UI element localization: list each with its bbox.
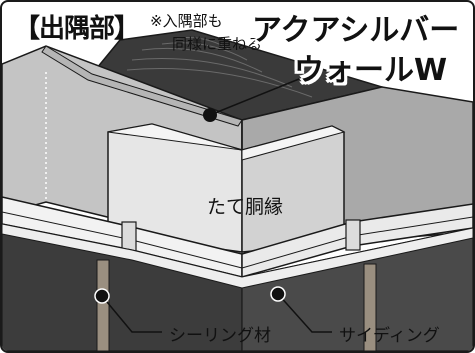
sheet-overlap xyxy=(41,45,243,127)
joint-block-left xyxy=(121,221,137,253)
leader-dot-siding xyxy=(270,286,286,302)
product-name-line-1: アクアシルバー xyxy=(252,13,460,48)
leader-dot-sealant xyxy=(94,288,110,304)
wood-grain xyxy=(126,37,313,98)
leader-dot-product xyxy=(203,108,217,122)
product-name-line-2: ウォールW xyxy=(294,53,448,88)
siding-label: サイディング xyxy=(339,326,440,346)
section-title: 【出隅部】 xyxy=(14,14,140,44)
leader-line-siding xyxy=(277,293,332,333)
furring-label: たて胴縁 xyxy=(207,196,284,218)
sealant-label: シーリング材 xyxy=(169,326,271,346)
sealant-right xyxy=(363,263,377,351)
leader-line-sealant xyxy=(101,295,162,333)
furring-strip-top xyxy=(107,123,346,161)
note-line-2: 同様に重ねる xyxy=(172,35,263,53)
leader-line-product xyxy=(209,76,305,116)
note-line-1: ※入隅部も xyxy=(150,12,223,30)
lower-trim xyxy=(2,223,473,289)
sealant-left xyxy=(96,259,110,351)
joint-block-right xyxy=(345,219,361,251)
